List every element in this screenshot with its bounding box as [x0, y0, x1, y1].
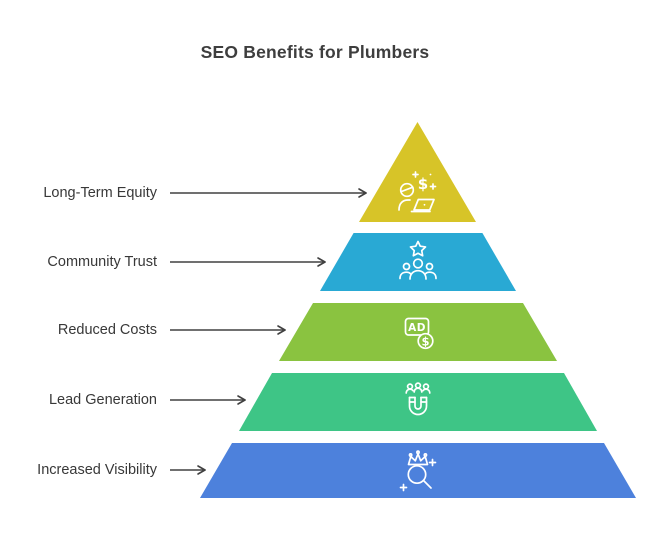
arrow-lead-generation: [170, 395, 246, 405]
star-community-icon: [399, 240, 437, 280]
label-community-trust: Community Trust: [47, 254, 157, 270]
ad-dollar-icon: AD $: [404, 317, 434, 350]
pyramid-level-reduced-costs: AD $: [279, 303, 557, 361]
pyramid-level-increased-visibility: [200, 443, 636, 498]
page-title: SEO Benefits for Plumbers: [200, 42, 430, 62]
label-lead-generation: Lead Generation: [48, 392, 157, 408]
svg-text:$: $: [421, 335, 429, 349]
pyramid-level-lead-generation: [239, 373, 597, 431]
svg-text:AD: AD: [408, 322, 426, 334]
pyramid-level-long-term-equity: $: [359, 122, 476, 222]
label-increased-visibility: Increased Visibility: [37, 462, 157, 478]
magnet-leads-icon: [405, 382, 431, 416]
arrow-reduced-costs: [170, 325, 286, 335]
person-laptop-dollar-icon: $: [397, 171, 436, 213]
label-reduced-costs: Reduced Costs: [57, 322, 157, 338]
pyramid-level-community-trust: [320, 233, 516, 291]
crown-search-icon: [399, 449, 437, 491]
arrow-long-term-equity: [170, 188, 367, 198]
svg-text:$: $: [417, 175, 427, 193]
arrow-community-trust: [170, 257, 326, 267]
arrow-increased-visibility: [170, 465, 206, 475]
label-long-term-equity: Long-Term Equity: [43, 185, 157, 201]
